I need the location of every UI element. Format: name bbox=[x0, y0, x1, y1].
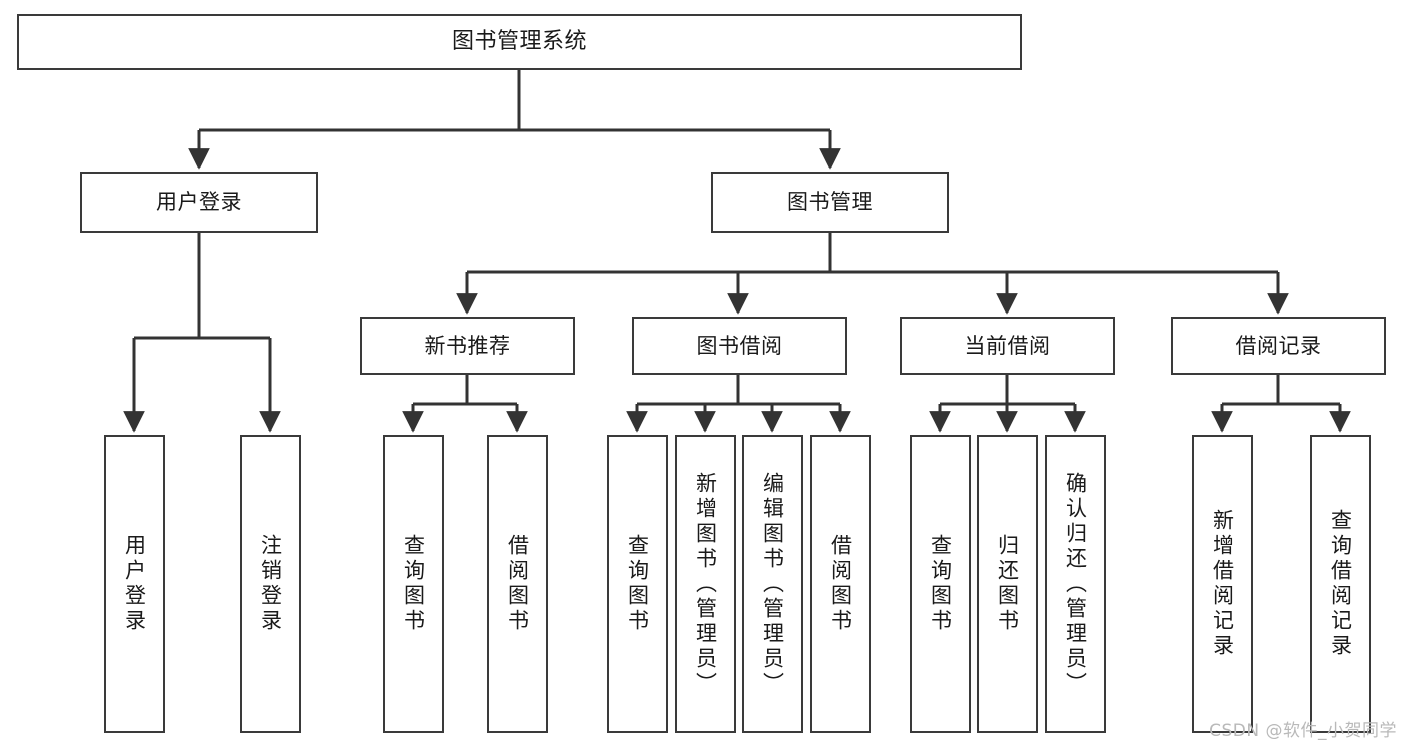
node-leaf-query-book-recommend-label: 查询图书 bbox=[401, 534, 426, 634]
node-root-system-label: 图书管理系统 bbox=[451, 29, 587, 55]
node-leaf-query-book-current-label: 查询图书 bbox=[928, 534, 953, 634]
node-new-book-recommend[interactable]: 新书推荐 bbox=[360, 317, 575, 375]
node-user-login[interactable]: 用户登录 bbox=[80, 172, 318, 233]
node-leaf-borrow-book-recommend[interactable]: 借阅图书 bbox=[487, 435, 548, 733]
node-leaf-query-book-borrow-label: 查询图书 bbox=[625, 534, 650, 634]
node-user-login-label: 用户登录 bbox=[156, 190, 242, 215]
node-leaf-borrow-book-recommend-label: 借阅图书 bbox=[505, 534, 530, 634]
node-leaf-add-borrow-record-label: 新增借阅记录 bbox=[1210, 509, 1235, 659]
node-leaf-return-book-label: 归还图书 bbox=[995, 534, 1020, 634]
node-leaf-add-borrow-record[interactable]: 新增借阅记录 bbox=[1192, 435, 1253, 733]
node-leaf-user-logout-label: 注销登录 bbox=[258, 534, 283, 634]
node-current-borrow-label: 当前借阅 bbox=[964, 333, 1051, 358]
node-leaf-edit-book[interactable]: 编辑图书（管理员） bbox=[742, 435, 803, 733]
node-book-borrow[interactable]: 图书借阅 bbox=[632, 317, 847, 375]
node-leaf-user-logout[interactable]: 注销登录 bbox=[240, 435, 301, 733]
node-leaf-confirm-return-label: 确认归还（管理员） bbox=[1063, 471, 1088, 697]
node-leaf-query-book-recommend[interactable]: 查询图书 bbox=[383, 435, 444, 733]
node-leaf-add-book-label: 新增图书（管理员） bbox=[693, 471, 718, 697]
node-leaf-query-borrow-record[interactable]: 查询借阅记录 bbox=[1310, 435, 1371, 733]
node-borrow-record-label: 借阅记录 bbox=[1235, 333, 1322, 358]
csdn-watermark: CSDN @软件_小贺同学 bbox=[1209, 721, 1397, 741]
node-leaf-return-book[interactable]: 归还图书 bbox=[977, 435, 1038, 733]
node-new-book-recommend-label: 新书推荐 bbox=[424, 333, 511, 358]
node-borrow-record[interactable]: 借阅记录 bbox=[1171, 317, 1386, 375]
node-leaf-query-book-current[interactable]: 查询图书 bbox=[910, 435, 971, 733]
node-leaf-edit-book-label: 编辑图书（管理员） bbox=[760, 471, 785, 697]
node-leaf-add-book[interactable]: 新增图书（管理员） bbox=[675, 435, 736, 733]
node-book-manage-label: 图书管理 bbox=[787, 190, 873, 215]
node-leaf-user-login-label: 用户登录 bbox=[122, 534, 147, 634]
node-leaf-query-borrow-record-label: 查询借阅记录 bbox=[1328, 509, 1353, 659]
node-root-system[interactable]: 图书管理系统 bbox=[17, 14, 1022, 70]
node-leaf-confirm-return[interactable]: 确认归还（管理员） bbox=[1045, 435, 1106, 733]
node-leaf-borrow-book-label: 借阅图书 bbox=[828, 534, 853, 634]
node-leaf-query-book-borrow[interactable]: 查询图书 bbox=[607, 435, 668, 733]
node-book-borrow-label: 图书借阅 bbox=[696, 333, 783, 358]
node-book-manage[interactable]: 图书管理 bbox=[711, 172, 949, 233]
node-leaf-user-login[interactable]: 用户登录 bbox=[104, 435, 165, 733]
node-leaf-borrow-book[interactable]: 借阅图书 bbox=[810, 435, 871, 733]
node-current-borrow[interactable]: 当前借阅 bbox=[900, 317, 1115, 375]
